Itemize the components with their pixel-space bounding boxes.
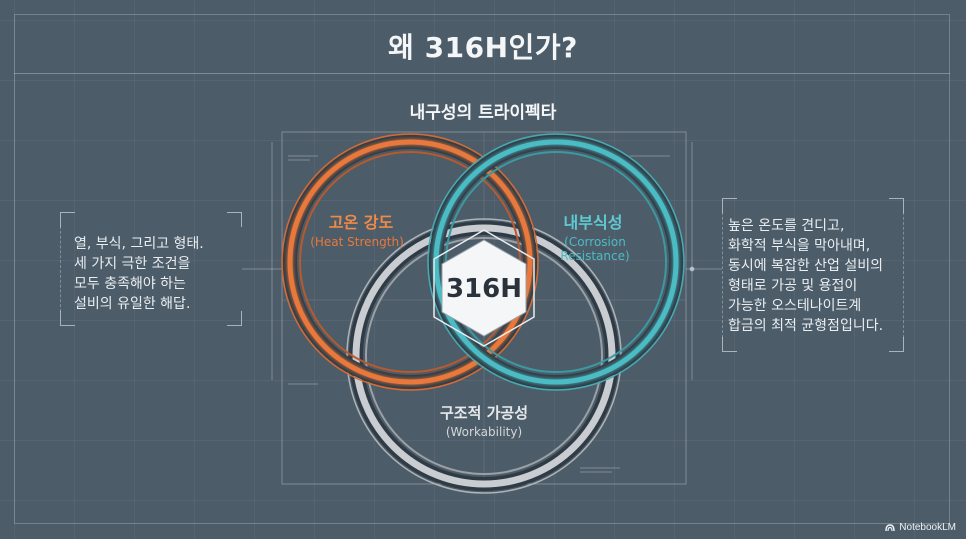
watermark-text: NotebookLM xyxy=(899,522,956,533)
right-description-box: 높은 온도를 견디고, 화학적 부식을 막아내며, 동시에 복잡한 산업 설비의… xyxy=(722,198,904,352)
left-description-text: 열, 부식, 그리고 형태. 세 가지 극한 조건을 모두 충족해야 하는 설비… xyxy=(74,234,204,314)
heat-strength-subtitle: (Heat Strength) xyxy=(310,235,404,249)
workability-subtitle: (Workability) xyxy=(446,425,522,439)
corner-mark xyxy=(227,212,242,227)
left-line: 열, 부식, 그리고 형태. xyxy=(74,236,204,252)
center-label: 316H xyxy=(446,274,522,304)
left-line: 설비의 유일한 해답. xyxy=(74,296,191,312)
right-line: 화학적 부식을 막아내며, xyxy=(728,238,871,254)
corrosion-subtitle-1: (Corrosion xyxy=(564,235,626,249)
diagram-subtitle: 내구성의 트라이펙타 xyxy=(409,103,557,123)
notebooklm-icon xyxy=(885,523,895,531)
heat-strength-ring xyxy=(281,133,539,391)
corner-mark xyxy=(60,311,75,326)
corner-mark xyxy=(60,212,75,227)
corner-mark xyxy=(227,311,242,326)
center-hexagon: 316H xyxy=(433,229,535,347)
right-description-text: 높은 온도를 견디고, 화학적 부식을 막아내며, 동시에 복잡한 산업 설비의… xyxy=(728,216,883,336)
page-title: 왜 316H인가? xyxy=(388,31,578,64)
right-line: 형태로 가공 및 용접이 xyxy=(728,278,858,294)
corrosion-resistance-ring xyxy=(427,133,685,391)
left-description-box: 열, 부식, 그리고 형태. 세 가지 극한 조건을 모두 충족해야 하는 설비… xyxy=(60,212,242,326)
corrosion-title: 내부식성 xyxy=(564,213,623,232)
right-line: 합금의 최적 균형점입니다. xyxy=(728,318,884,334)
right-line: 높은 온도를 견디고, xyxy=(728,218,845,234)
workability-title: 구조적 가공성 xyxy=(440,404,528,422)
right-line: 동시에 복잡한 산업 설비의 xyxy=(728,258,884,274)
heat-strength-title: 고온 강도 xyxy=(329,213,394,232)
title-band xyxy=(14,14,950,74)
box-edge xyxy=(722,212,723,338)
right-line: 가능한 오스테나이트계 xyxy=(728,298,862,314)
outer-frame xyxy=(14,14,950,524)
corrosion-subtitle-2: Resistance) xyxy=(560,249,629,263)
corner-mark xyxy=(722,337,737,352)
corner-mark xyxy=(889,198,904,213)
corner-mark xyxy=(722,198,737,213)
left-line: 모두 충족해야 하는 xyxy=(74,276,186,292)
notebooklm-watermark: NotebookLM xyxy=(885,522,956,533)
left-line: 세 가지 극한 조건을 xyxy=(74,256,191,272)
corner-mark xyxy=(889,337,904,352)
box-edge xyxy=(903,212,904,338)
blueprint-frame xyxy=(242,131,722,485)
box-edge xyxy=(60,226,61,312)
